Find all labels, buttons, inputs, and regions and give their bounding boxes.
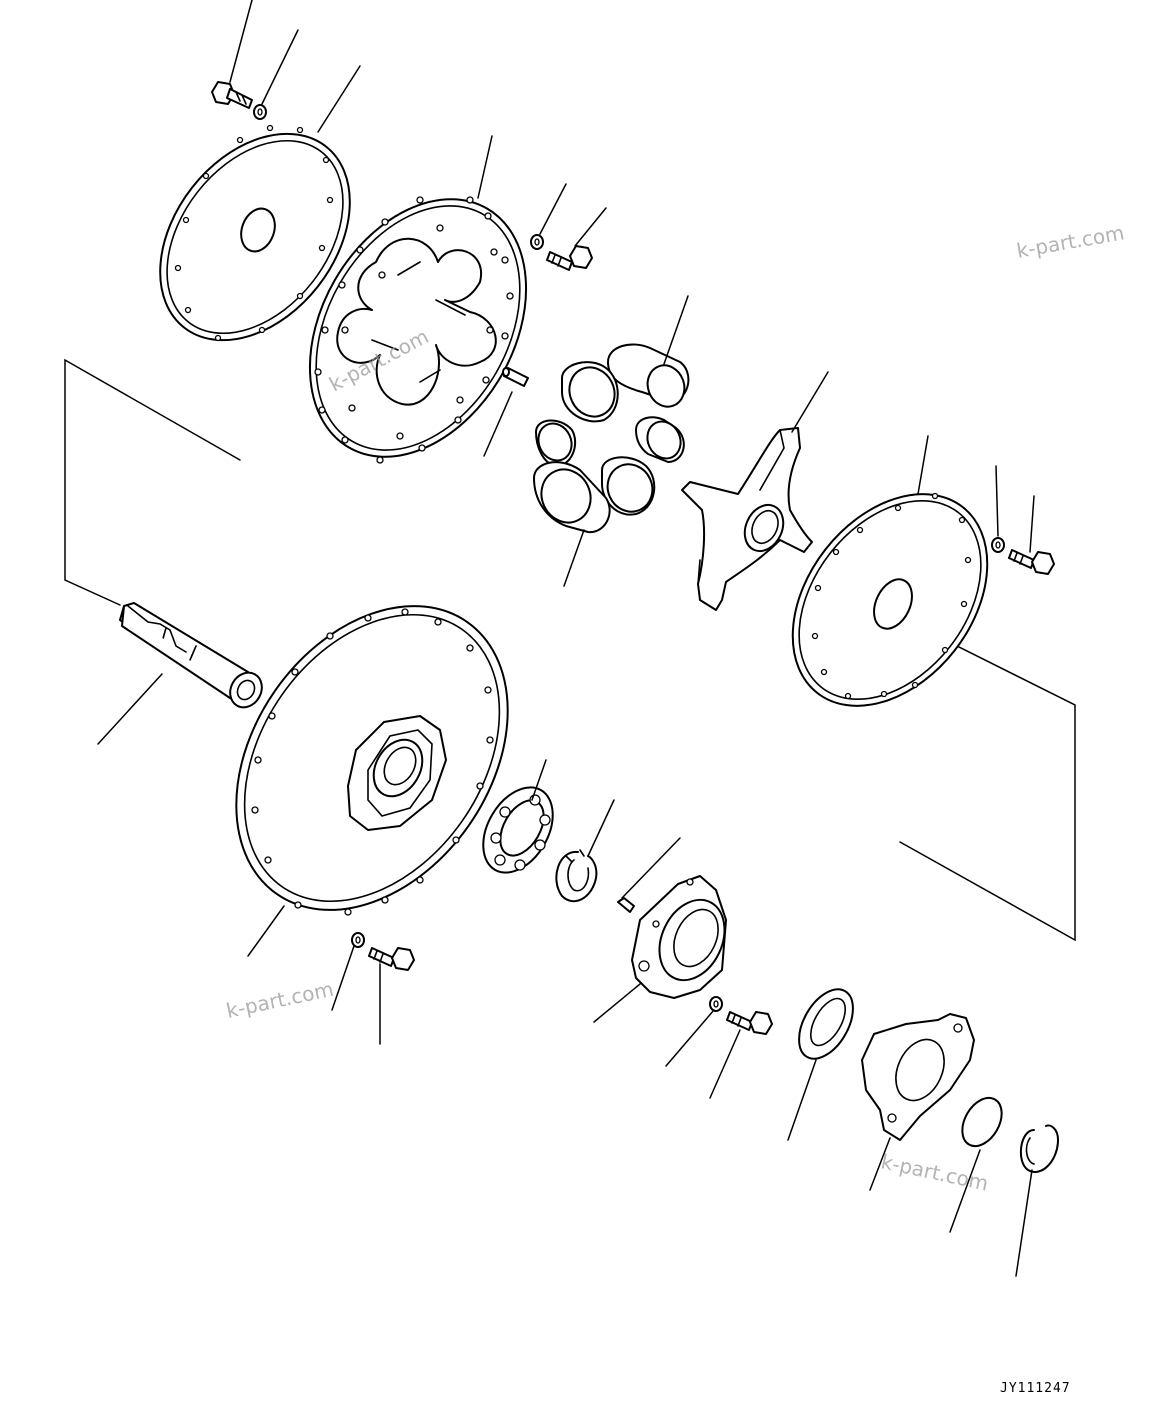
flywheel-housing	[235, 605, 509, 916]
bearing-housing	[631, 875, 727, 999]
coupling-hub	[681, 427, 813, 611]
washer-right	[991, 537, 1005, 553]
cover-plate-right	[791, 492, 989, 707]
bolt-top-left	[211, 81, 253, 109]
plug-cap	[961, 1096, 1003, 1148]
rubber-blocks	[533, 343, 690, 534]
leader-lines	[97, 0, 1035, 1277]
washer-bearing-housing	[709, 996, 723, 1012]
oil-seal	[798, 988, 854, 1060]
coupling-flange	[308, 196, 528, 464]
bolt-bearing-housing	[726, 1011, 773, 1035]
watermark-bottom-left: k-part.com	[224, 977, 336, 1023]
washer-housing	[351, 932, 365, 948]
end-cover	[861, 1013, 975, 1141]
watermark-top-right: k-part.com	[1015, 220, 1126, 263]
grease-nipple	[617, 897, 635, 913]
washer-top-left	[253, 104, 267, 120]
drawing-code: JY111247	[1000, 1381, 1071, 1396]
dowel-pin	[502, 367, 529, 387]
assembly-reference-lines	[64, 358, 1076, 942]
shaft	[119, 602, 263, 709]
snap-ring-inner	[1019, 1124, 1059, 1173]
bolt-housing	[368, 947, 415, 971]
ball-bearing	[482, 786, 554, 874]
bolt-right	[1008, 549, 1055, 575]
washer-flange	[530, 234, 544, 250]
cover-plate-top	[159, 124, 351, 342]
snap-ring-outer	[555, 849, 598, 903]
watermark-bottom-right: k-part.com	[879, 1149, 991, 1195]
bolt-flange	[546, 245, 593, 271]
